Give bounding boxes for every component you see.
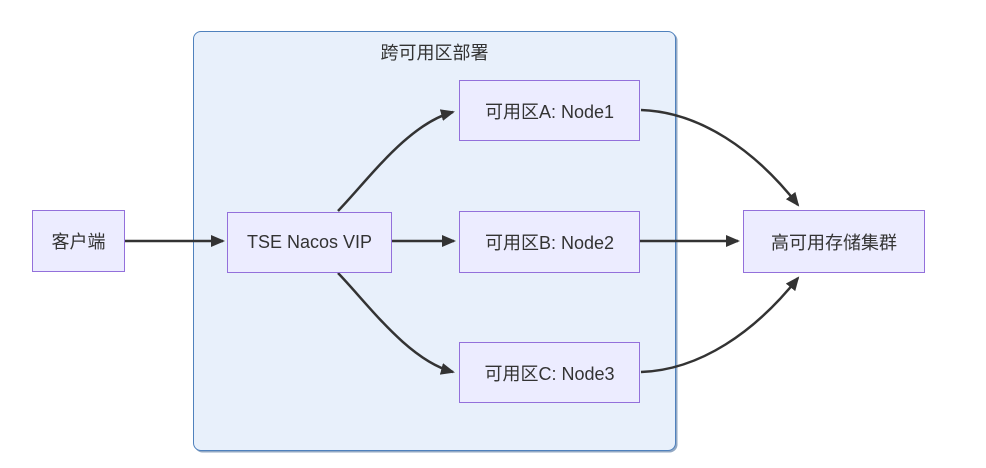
node-client: 客户端 [32,210,125,272]
node-storage-cluster: 高可用存储集群 [743,210,925,273]
node-zone-c-label: 可用区C: Node3 [484,363,615,384]
node-tse-nacos-vip-label: TSE Nacos VIP [246,232,373,252]
subgraph-title: 跨可用区部署 [380,43,489,63]
node-storage-cluster-label: 高可用存储集群 [771,232,897,253]
node-zone-b-label: 可用区B: Node2 [484,233,615,253]
node-zone-c: 可用区C: Node3 [459,342,640,403]
node-tse-nacos-vip: TSE Nacos VIP [227,212,392,273]
node-zone-a-label: 可用区A: Node1 [484,101,615,122]
node-client-label: 客户端 [51,232,106,252]
node-zone-a: 可用区A: Node1 [459,80,640,141]
node-zone-b: 可用区B: Node2 [459,211,640,273]
